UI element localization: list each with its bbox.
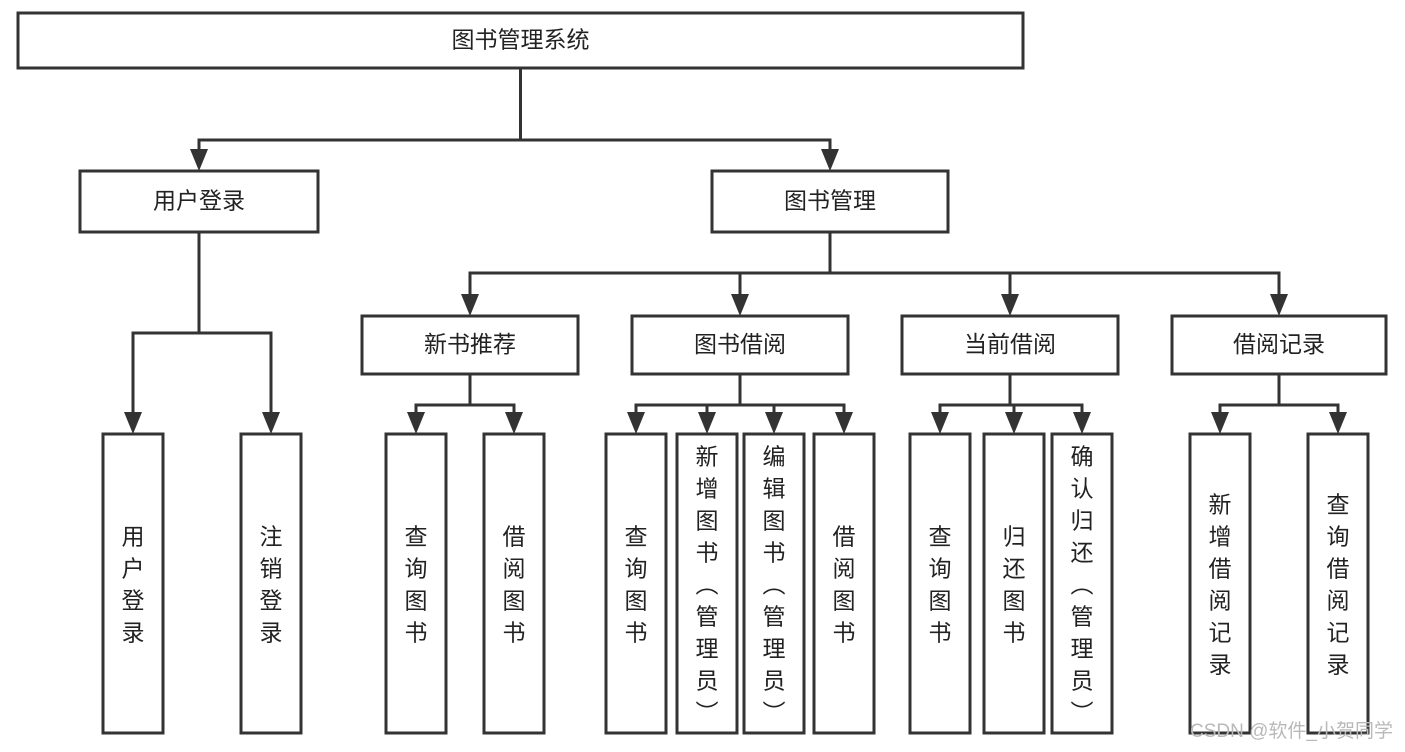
level3-node-book-borrow[interactable]: 图书借阅	[630, 314, 850, 376]
arrowhead-borrow-record-0	[1211, 412, 1229, 434]
arrowhead-new-book-recommend-0	[407, 412, 425, 434]
node-box	[604, 432, 668, 735]
arrowhead-book-manage-0	[461, 294, 479, 316]
node-label: 借阅图书	[833, 523, 856, 645]
node-box	[710, 169, 950, 234]
node-label: 当前借阅	[964, 331, 1056, 357]
node-label: 借阅图书	[503, 523, 526, 645]
node-box	[812, 432, 876, 735]
node-box	[482, 432, 546, 735]
level4-node-leaf-user-login[interactable]: 用户登录	[101, 432, 165, 735]
arrowhead-user-login-1	[262, 412, 280, 434]
level4-node-leaf-edit-book[interactable]: 编辑图书︵管理员︶	[742, 432, 806, 735]
node-label: 归还图书	[1003, 523, 1026, 645]
level3-node-new-book-recommend[interactable]: 新书推荐	[360, 314, 580, 376]
arrowhead-new-book-recommend-1	[505, 412, 523, 434]
node-label: 注销登录	[260, 523, 283, 645]
node-box	[675, 432, 739, 735]
level3-node-borrow-record[interactable]: 借阅记录	[1170, 314, 1388, 376]
node-box	[360, 314, 580, 376]
node-box	[1306, 432, 1370, 735]
level4-node-leaf-return-book[interactable]: 归还图书	[982, 432, 1046, 735]
node-box	[384, 432, 448, 735]
node-box	[742, 432, 806, 735]
node-box	[908, 432, 972, 735]
node-label: 新书推荐	[424, 331, 516, 357]
node-label: 新增借阅记录	[1209, 491, 1232, 677]
level4-node-leaf-borrow-book[interactable]: 借阅图书	[812, 432, 876, 735]
node-box	[1050, 432, 1114, 735]
root-node-root[interactable]: 图书管理系统	[16, 11, 1025, 70]
node-box	[982, 432, 1046, 735]
node-label: 用户登录	[153, 188, 245, 214]
arrowhead-book-borrow-0	[627, 412, 645, 434]
node-box	[630, 314, 850, 376]
node-label: 图书管理	[784, 188, 876, 214]
arrowhead-root-1	[821, 149, 839, 171]
node-box	[16, 11, 1025, 70]
level4-node-leaf-add-book[interactable]: 新增图书︵管理员︶	[675, 432, 739, 735]
level4-node-leaf-query-book-cur[interactable]: 查询图书	[908, 432, 972, 735]
arrowhead-book-manage-1	[731, 294, 749, 316]
node-label: 借阅记录	[1233, 331, 1325, 357]
node-label: 图书管理系统	[452, 27, 590, 53]
level2-node-book-manage[interactable]: 图书管理	[710, 169, 950, 234]
arrowhead-book-manage-3	[1270, 294, 1288, 316]
node-label: 查询借阅记录	[1327, 491, 1350, 677]
node-box	[1170, 314, 1388, 376]
node-label: 图书借阅	[694, 331, 786, 357]
node-box	[101, 432, 165, 735]
arrowhead-book-manage-2	[1001, 294, 1019, 316]
node-box	[239, 432, 303, 735]
arrowhead-user-login-0	[124, 412, 142, 434]
level4-node-leaf-confirm-return[interactable]: 确认归还︵管理员︶	[1050, 432, 1114, 735]
arrowhead-root-0	[190, 149, 208, 171]
level3-node-current-borrow[interactable]: 当前借阅	[900, 314, 1120, 376]
node-label: 确认归还︵管理员︶	[1071, 443, 1094, 725]
level4-node-leaf-query-book-rec[interactable]: 查询图书	[384, 432, 448, 735]
level4-node-leaf-add-record[interactable]: 新增借阅记录	[1188, 432, 1252, 735]
arrowhead-borrow-record-1	[1329, 412, 1347, 434]
arrowhead-book-borrow-2	[765, 412, 783, 434]
level4-node-leaf-borrow-book-rec[interactable]: 借阅图书	[482, 432, 546, 735]
level2-node-user-login[interactable]: 用户登录	[78, 169, 320, 234]
node-label: 新增图书︵管理员︶	[696, 443, 719, 725]
arrowhead-current-borrow-0	[931, 412, 949, 434]
level4-node-leaf-query-record[interactable]: 查询借阅记录	[1306, 432, 1370, 735]
node-box	[900, 314, 1120, 376]
node-label: 用户登录	[122, 523, 145, 645]
node-box	[78, 169, 320, 234]
arrowhead-current-borrow-1	[1005, 412, 1023, 434]
node-label: 编辑图书︵管理员︶	[763, 443, 786, 725]
node-box	[1188, 432, 1252, 735]
level4-node-leaf-user-logout[interactable]: 注销登录	[239, 432, 303, 735]
arrowhead-current-borrow-2	[1073, 412, 1091, 434]
node-label: 查询图书	[625, 523, 648, 645]
node-label: 查询图书	[929, 523, 952, 645]
connector-layer	[124, 66, 1347, 434]
watermark-text: CSDN @软件_小贺同学	[1190, 721, 1393, 742]
node-layer: 图书管理系统用户登录图书管理新书推荐图书借阅当前借阅借阅记录用户登录注销登录查询…	[16, 11, 1388, 735]
arrowhead-book-borrow-3	[835, 412, 853, 434]
node-label: 查询图书	[405, 523, 428, 645]
level4-node-leaf-query-book-borrow[interactable]: 查询图书	[604, 432, 668, 735]
arrowhead-book-borrow-1	[698, 412, 716, 434]
